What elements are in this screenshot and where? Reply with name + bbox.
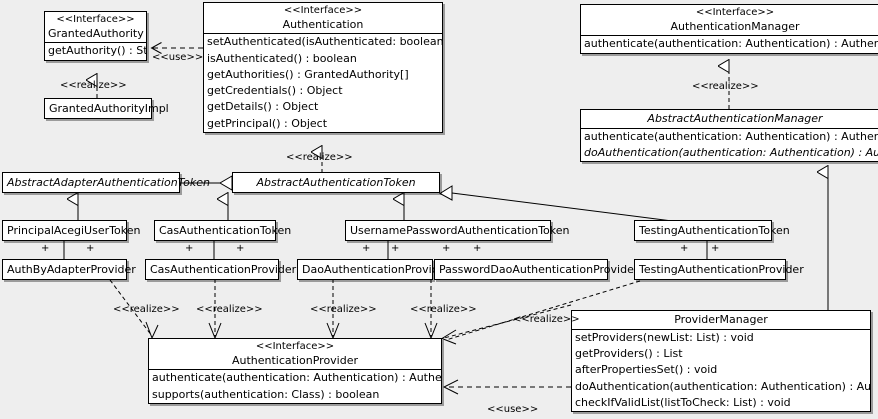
operation-row: afterPropertiesSet() : void	[575, 363, 718, 377]
association-plus-mark: +	[442, 243, 451, 254]
association-plus-mark: +	[362, 243, 371, 254]
operation-row: doAuthentication(authentication: Authent…	[575, 379, 870, 393]
operation-row: supports(authentication: Class) : boolea…	[152, 387, 380, 401]
class-authentication-provider[interactable]: <<Interface>> AuthenticationProvider aut…	[148, 338, 442, 404]
class-abstract-adapter-authentication-token[interactable]: AbstractAdapterAuthenticationToken	[2, 172, 210, 194]
class-header: <<Interface>> Authentication	[204, 3, 442, 33]
edge-label-realize-password-dao: <<realize>>	[410, 304, 477, 315]
operation-row: setProviders(newList: List) : void	[575, 330, 754, 344]
class-name: PasswordDaoAuthenticationProvider	[439, 263, 639, 276]
class-name: DaoAuthenticationProvider	[302, 263, 450, 276]
class-header: <<Interface>> GrantedAuthority	[45, 12, 146, 42]
class-abstract-authentication-manager[interactable]: AbstractAuthenticationManager authentica…	[580, 109, 878, 163]
operation-row: checkIfValidList(listToCheck: List) : vo…	[575, 395, 791, 409]
association-plus-mark: +	[711, 243, 720, 254]
stereotype-label: <<Interface>>	[695, 7, 775, 18]
operation-row: getAuthorities() : GrantedAuthority[]	[207, 67, 409, 81]
operations-compartment: authenticate(authentication: Authenticat…	[581, 127, 878, 162]
class-name: AbstractAuthenticationToken	[256, 176, 416, 189]
association-plus-mark: +	[41, 243, 50, 254]
edge-label-use-provider-manager: <<use>>	[487, 404, 539, 415]
class-name: TestingAuthenticationToken	[639, 224, 790, 237]
operation-row: authenticate(authentication: Authenticat…	[152, 371, 441, 385]
operation-row: getDetails() : Object	[207, 100, 319, 114]
operations-compartment: authenticate(authentication: Authenticat…	[149, 369, 441, 403]
operation-row: authenticate(authentication: Authenticat…	[584, 129, 878, 143]
class-name: Authentication	[282, 17, 364, 31]
class-principal-acegi-user-token[interactable]: PrincipalAcegiUserToken	[2, 220, 141, 242]
association-plus-mark: +	[391, 243, 400, 254]
class-authentication-manager[interactable]: <<Interface>> AuthenticationManager auth…	[580, 4, 878, 54]
class-testing-authentication-token[interactable]: TestingAuthenticationToken	[634, 220, 790, 242]
class-name: GrantedAuthority	[48, 26, 144, 40]
class-granted-authority[interactable]: <<Interface>> GrantedAuthority getAuthor…	[44, 11, 147, 61]
class-cas-authentication-token[interactable]: CasAuthenticationToken	[154, 220, 292, 242]
class-header: ProviderManager	[572, 311, 870, 329]
edge-label-realize-abstract-auth-manager: <<realize>>	[692, 81, 759, 92]
edge-label-realize-granted-authority-impl: <<realize>>	[60, 80, 127, 91]
operations-compartment: setProviders(newList: List) : void getPr…	[572, 328, 870, 411]
class-abstract-authentication-token[interactable]: AbstractAuthenticationToken	[232, 172, 440, 194]
class-dao-authentication-provider[interactable]: DaoAuthenticationProvider	[297, 259, 450, 281]
class-testing-authentication-provider[interactable]: TestingAuthenticationProvider	[634, 259, 804, 281]
operations-compartment: setAuthenticated(isAuthenticated: boolea…	[204, 33, 442, 132]
class-name: PrincipalAcegiUserToken	[7, 224, 141, 237]
class-name: CasAuthenticationProvider	[150, 263, 297, 276]
association-plus-mark: +	[680, 243, 689, 254]
class-username-password-authentication-token[interactable]: UsernamePasswordAuthenticationToken	[345, 220, 570, 242]
class-authentication[interactable]: <<Interface>> Authentication setAuthenti…	[203, 2, 443, 134]
class-name: AbstractAuthenticationManager	[647, 112, 823, 125]
class-name: GrantedAuthorityImpl	[49, 102, 169, 115]
association-plus-mark: +	[185, 243, 194, 254]
operation-row: isAuthenticated() : boolean	[207, 51, 357, 65]
class-name: CasAuthenticationToken	[159, 224, 292, 237]
operation-row: getPrincipal() : Object	[207, 116, 328, 130]
edge-label-use-authentication: <<use>>	[152, 52, 204, 63]
class-name: AuthenticationManager	[670, 19, 800, 33]
operation-row: authenticate(authentication: Authenticat…	[584, 37, 878, 51]
edge-label-realize-abstract-token: <<realize>>	[286, 152, 353, 163]
stereotype-label: <<Interface>>	[56, 14, 135, 25]
edge-label-realize-cas: <<realize>>	[196, 304, 263, 315]
stereotype-label: <<Interface>>	[255, 341, 335, 352]
class-provider-manager[interactable]: ProviderManager setProviders(newList: Li…	[571, 310, 871, 413]
operation-row: getAuthority() : String	[48, 44, 146, 58]
class-granted-authority-impl[interactable]: GrantedAuthorityImpl	[44, 98, 169, 120]
class-password-dao-authentication-provider[interactable]: PasswordDaoAuthenticationProvider	[434, 259, 639, 281]
class-name: TestingAuthenticationProvider	[639, 263, 804, 276]
class-header: <<Interface>> AuthenticationManager	[581, 5, 878, 35]
association-plus-mark: +	[86, 243, 95, 254]
class-name: AuthenticationProvider	[231, 353, 359, 367]
class-header: <<Interface>> AuthenticationProvider	[149, 339, 441, 369]
edge-label-realize-provider-manager: <<realize>>	[513, 314, 580, 325]
class-auth-by-adapter-provider[interactable]: AuthByAdapterProvider	[2, 259, 136, 281]
operation-row: setAuthenticated(isAuthenticated: boolea…	[207, 35, 442, 49]
class-name: UsernamePasswordAuthenticationToken	[350, 224, 570, 237]
class-header: AbstractAuthenticationManager	[581, 110, 878, 128]
edge-label-realize-dao: <<realize>>	[310, 304, 377, 315]
class-cas-authentication-provider[interactable]: CasAuthenticationProvider	[145, 259, 297, 281]
edge-label-realize-auth-by-adapter: <<realize>>	[113, 304, 180, 315]
operation-row: doAuthentication(authentication: Authent…	[584, 146, 878, 160]
operations-compartment: authenticate(authentication: Authenticat…	[581, 35, 878, 52]
class-name: AbstractAdapterAuthenticationToken	[7, 176, 210, 189]
class-name: AuthByAdapterProvider	[7, 263, 136, 276]
operation-row: getProviders() : List	[575, 347, 683, 361]
association-plus-mark: +	[473, 243, 482, 254]
stereotype-label: <<Interface>>	[283, 5, 363, 16]
association-plus-mark: +	[236, 243, 245, 254]
operations-compartment: getAuthority() : String	[45, 42, 146, 59]
operation-row: getCredentials() : Object	[207, 84, 343, 98]
class-name: ProviderManager	[674, 313, 768, 326]
